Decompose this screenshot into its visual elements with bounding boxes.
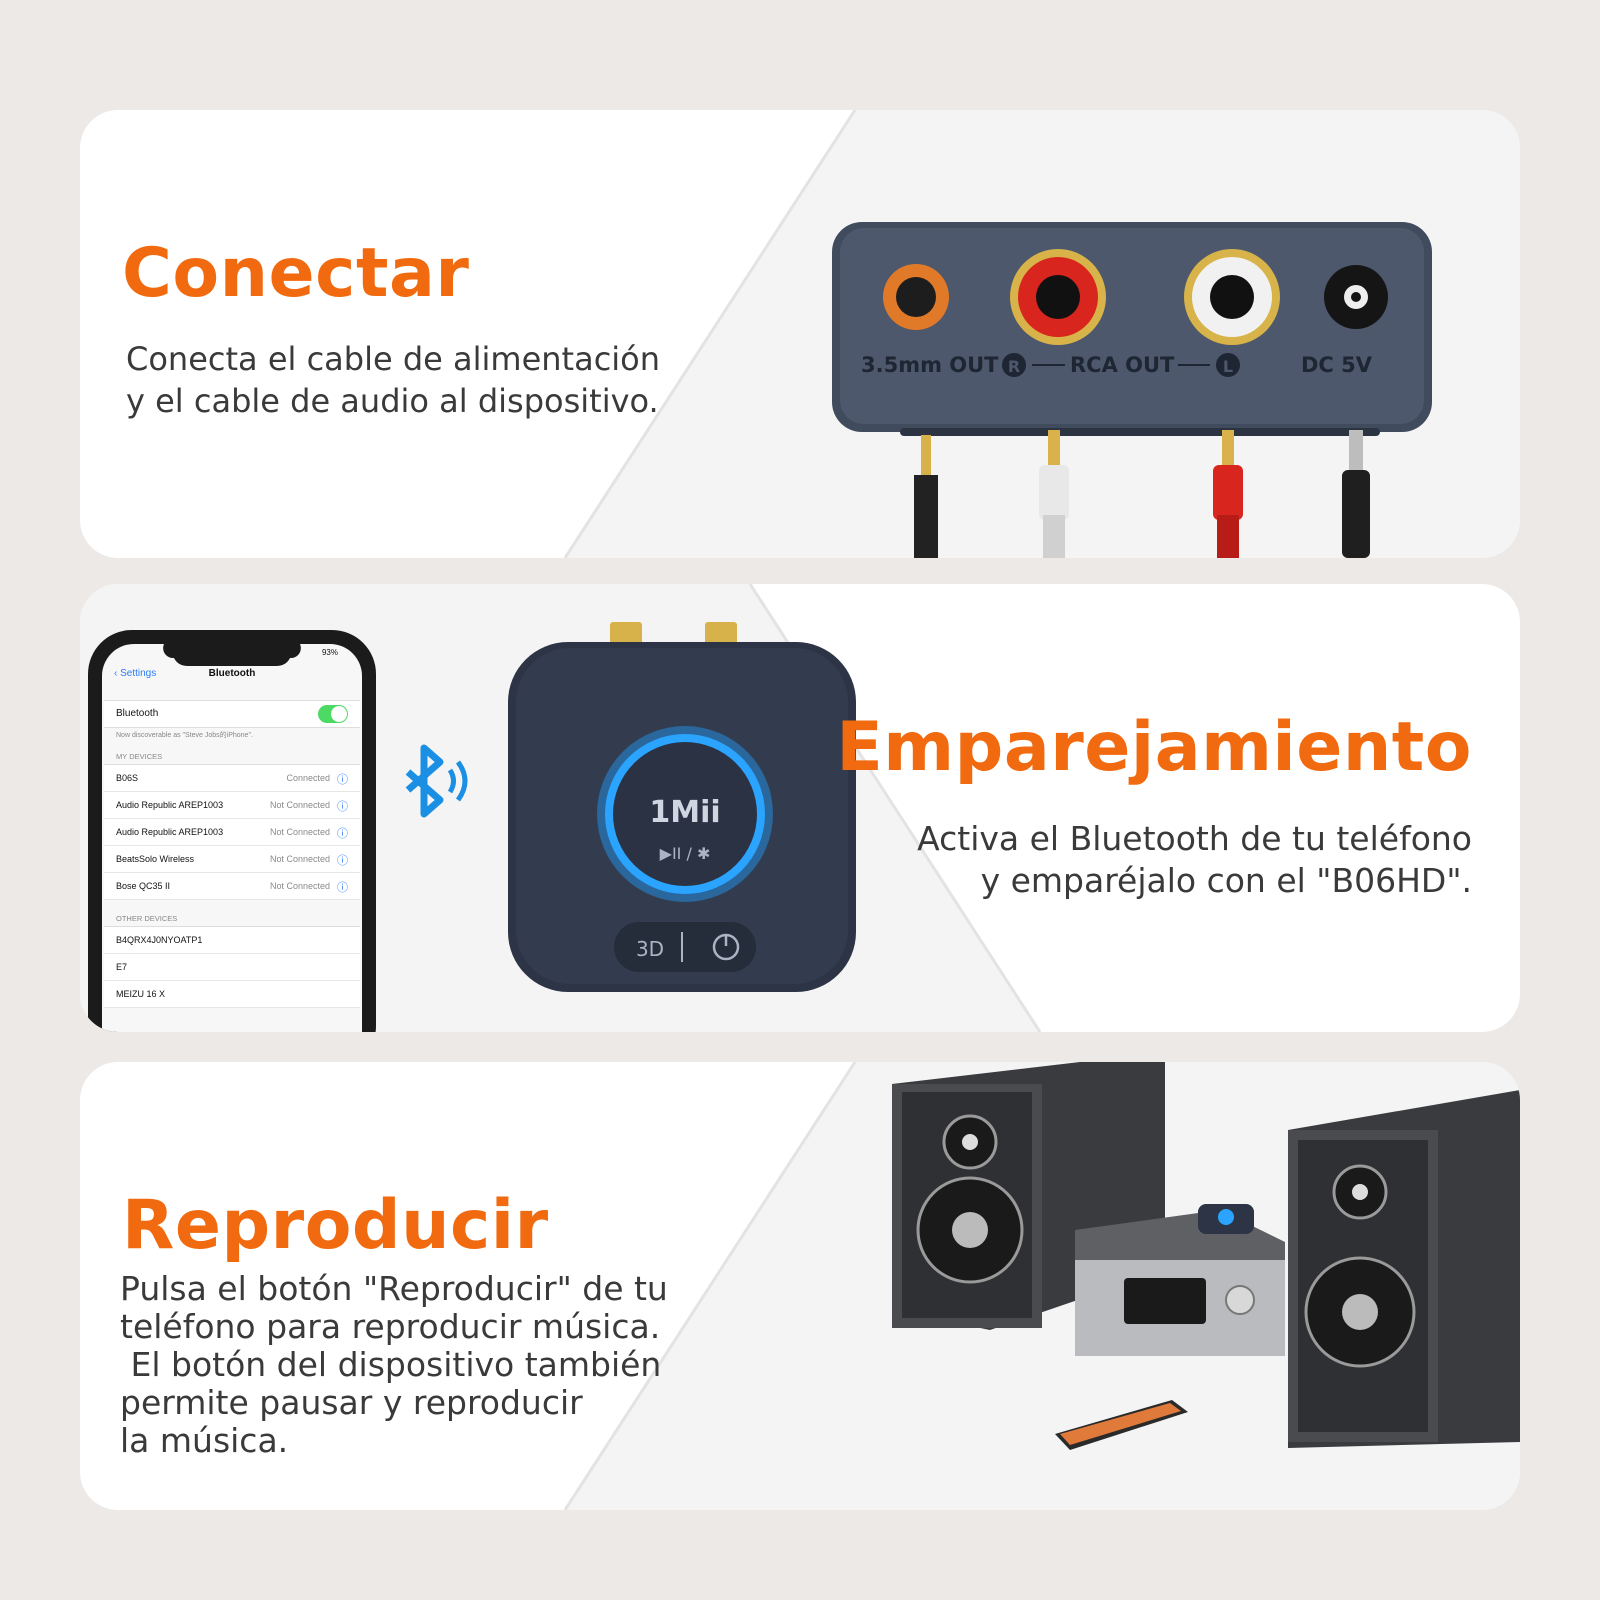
device-name: B06S	[116, 773, 139, 783]
bluetooth-icon	[405, 744, 468, 818]
title-emparejamiento: Emparejamiento	[836, 708, 1472, 787]
other-device-row[interactable]: MEIZU 16 X	[104, 981, 360, 1008]
device-name: B4QRX4J0NYOATP1	[116, 935, 203, 945]
desc-conectar: Conecta el cable de alimentación y el ca…	[126, 338, 660, 422]
device-status: Not Connected	[269, 827, 330, 837]
connect-illustration: 3.5mm OUT R RCA OUT L DC 5V	[563, 110, 1520, 558]
bluetooth-toggle[interactable]	[318, 705, 348, 723]
discoverable-text: Now discoverable as "Steve Jobs的iPhone".	[116, 732, 253, 739]
desc-line: El botón del dispositivo también	[120, 1345, 662, 1384]
device-row[interactable]: BeatsSolo Wireless Not Connected ⓘ	[104, 846, 360, 873]
other-devices-header: OTHER DEVICES	[116, 914, 178, 923]
stereo-illustration	[563, 1062, 1520, 1510]
device-status: Connected	[286, 773, 330, 783]
info-icon[interactable]: ⓘ	[337, 774, 348, 786]
receiver-back-image	[832, 222, 1432, 558]
stereo-unit	[1075, 1210, 1285, 1356]
smartphone-image	[1055, 1400, 1188, 1450]
label-35mm-out: 3.5mm OUT	[861, 353, 999, 377]
device-brand-logo: 1Mii	[649, 795, 720, 830]
desc-reproducir: Pulsa el botón "Reproducir" de tu teléfo…	[120, 1270, 668, 1460]
desc-line: teléfono para reproducir música.	[120, 1307, 661, 1346]
title-conectar: Conectar	[122, 234, 470, 313]
desc-emparejamiento: Activa el Bluetooth de tu teléfono y emp…	[917, 818, 1472, 902]
other-device-row[interactable]: E7	[104, 954, 360, 981]
device-name: Audio Republic AREP1003	[116, 827, 224, 837]
desc-line: Activa el Bluetooth de tu teléfono	[917, 819, 1472, 858]
desc-line: permite pausar y reproducir	[120, 1383, 583, 1422]
bluetooth-toggle-label: Bluetooth	[116, 708, 159, 719]
bluetooth-row: Bluetooth	[104, 700, 360, 728]
back-settings-link[interactable]: ‹ Settings	[114, 668, 157, 679]
title-reproducir: Reproducir	[122, 1186, 549, 1265]
device-row[interactable]: Audio Republic AREP1003 Not Connected ⓘ	[104, 819, 360, 846]
desc-line: Conecta el cable de alimentación	[126, 340, 661, 378]
device-3d-button-label: 3D	[636, 937, 664, 961]
desc-line: la música.	[120, 1421, 289, 1460]
device-row[interactable]: Audio Republic AREP1003 Not Connected ⓘ	[104, 792, 360, 819]
info-icon[interactable]: ⓘ	[337, 828, 348, 840]
device-status: Not Connected	[269, 800, 330, 810]
device-name: MEIZU 16 X	[116, 989, 166, 999]
desc-line: Pulsa el botón "Reproducir" de tu	[120, 1269, 668, 1308]
device-name: Audio Republic AREP1003	[116, 800, 224, 810]
receiver-device-image	[508, 622, 856, 992]
connect-panel: 3.5mm OUT R RCA OUT L DC 5V Conectar Con…	[80, 110, 1520, 558]
device-name: BeatsSolo Wireless	[116, 854, 195, 864]
device-name: E7	[116, 962, 128, 972]
device-row[interactable]: Bose QC35 II Not Connected ⓘ	[104, 873, 360, 900]
pairing-panel: 1Mii ▶II / ✱ 3D 93% ‹ Settings Bluetooth…	[80, 584, 1520, 1032]
my-devices-header: MY DEVICES	[116, 752, 163, 761]
screen-header: Bluetooth	[208, 668, 256, 679]
label-l: L	[1223, 357, 1233, 376]
info-icon[interactable]: ⓘ	[337, 855, 348, 867]
device-status: Not Connected	[269, 881, 330, 891]
back-label: Settings	[120, 668, 157, 679]
play-panel: Reproducir Pulsa el botón "Reproducir" d…	[80, 1062, 1520, 1510]
desc-line: y el cable de audio al dispositivo.	[126, 382, 659, 420]
info-icon[interactable]: ⓘ	[337, 801, 348, 813]
right-speaker	[1288, 1090, 1520, 1448]
info-icon[interactable]: ⓘ	[337, 882, 348, 894]
device-name: Bose QC35 II	[116, 881, 171, 891]
receiver-on-stereo	[1198, 1204, 1254, 1234]
label-dc-5v: DC 5V	[1301, 353, 1373, 377]
label-rca-out: RCA OUT	[1070, 353, 1175, 377]
left-speaker	[892, 1062, 1165, 1330]
device-row[interactable]: B06S Connected ⓘ	[104, 765, 360, 792]
device-status: Not Connected	[269, 854, 330, 864]
other-device-row[interactable]: B4QRX4J0NYOATP1	[104, 927, 360, 954]
desc-line: y emparéjalo con el "B06HD".	[980, 861, 1472, 900]
device-controls-label: ▶II / ✱	[660, 844, 711, 863]
phone-screen: 93% ‹ Settings Bluetooth Bluetooth Now d…	[104, 644, 360, 1032]
label-r: R	[1008, 357, 1020, 376]
battery-indicator: 93%	[321, 648, 338, 657]
